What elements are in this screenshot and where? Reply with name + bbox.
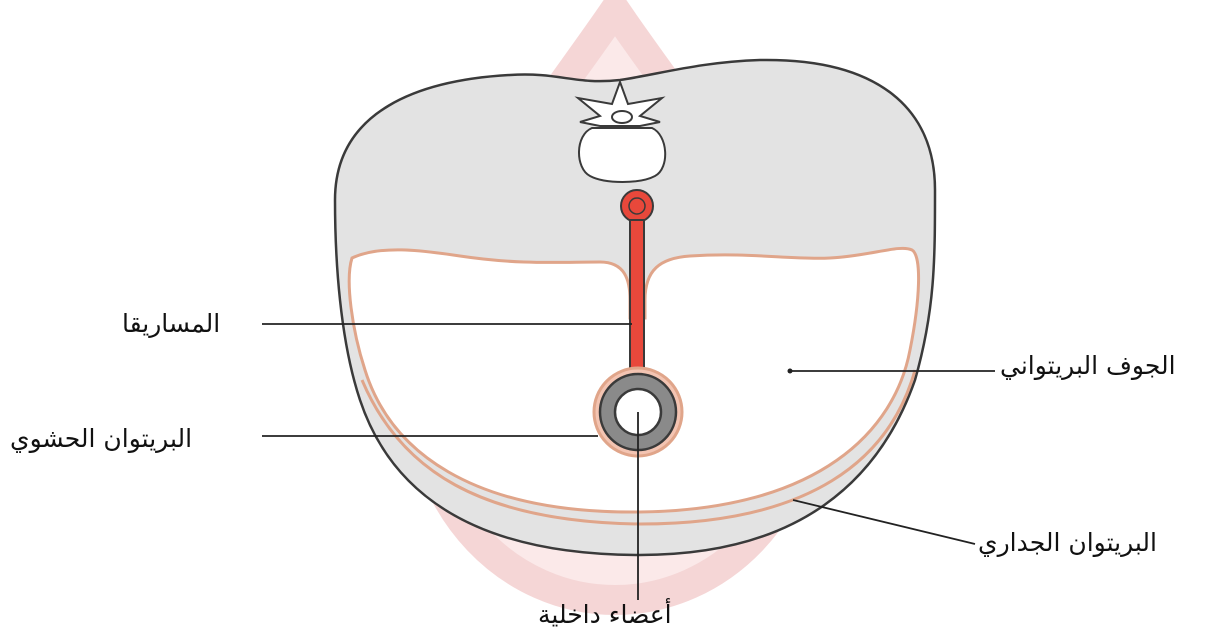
vertebra-body <box>579 128 665 182</box>
label-visceral-peritoneum: البريتوان الحشوي <box>10 426 192 451</box>
label-peritoneal-cavity: الجوف البريتواني <box>1000 353 1176 378</box>
label-parietal-peritoneum: البريتوان الجداري <box>978 530 1157 555</box>
spinal-canal <box>612 111 632 123</box>
leader-parietal <box>793 500 975 544</box>
label-mesentery: المساريقا <box>122 311 220 336</box>
label-internal-organs: أعضاء داخلية <box>538 602 672 627</box>
leader-cavity-dot <box>788 369 793 374</box>
mesentery <box>630 220 644 380</box>
blood-vessel-lumen <box>629 198 645 214</box>
